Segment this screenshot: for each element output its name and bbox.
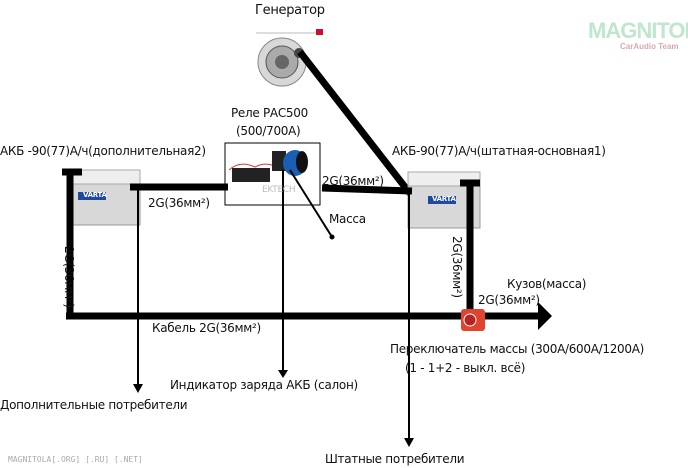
cable-label-right-vertical: 2G(36мм²) (450, 236, 464, 298)
logo-subtitle: CarAudio Team (620, 42, 679, 51)
battery-aux-image (67, 169, 141, 226)
indicator-label: Индикатор заряда АКБ (салон) (170, 378, 358, 392)
generator-image (256, 29, 323, 87)
arrow-main-consumers (404, 438, 414, 447)
cable-label-left-vertical: 2G(36мм²) (62, 246, 76, 308)
arrow-body-ground (538, 302, 552, 330)
relay-module (232, 168, 270, 182)
relay-brand: EKTECH (262, 185, 296, 195)
battery-aux-brand: VARTA (83, 191, 107, 199)
logo: MAGNITOLA (588, 18, 688, 43)
arrow-aux-consumers (133, 384, 143, 393)
battery-aux-label: АКБ -90(77)А/ч(дополнительная2) (0, 144, 206, 158)
switch-modes-label: (1 - 1+2 - выкл. всё) (405, 361, 526, 375)
thin-wires (137, 169, 410, 440)
footer-watermark: MAGNITOLA[.ORG] [.RU] [.NET] (8, 455, 143, 464)
cable-label-relay-main: 2G(36мм²) (322, 174, 384, 188)
ground-label: Масса (329, 212, 366, 226)
battery-main-brand: VARTA (432, 195, 456, 203)
arrow-indicator (278, 370, 288, 378)
battery-main-label: АКБ-90(77)А/ч(штатная-основная1) (392, 144, 606, 158)
relay-rating: (500/700А) (236, 124, 301, 138)
cable-label-to-body: 2G(36мм²) (478, 293, 540, 307)
cable-label-bottom: Кабель 2G(36мм²) (152, 321, 261, 335)
switch-label: Переключатель массы (300А/600А/1200А) (390, 342, 645, 356)
ground-point (329, 234, 335, 240)
generator-label: Генератор (255, 3, 325, 18)
main-consumers-label: Штатные потребители (325, 452, 465, 466)
body-ground-label: Кузов(масса) (507, 277, 587, 291)
aux-consumers-label: Дополнительные потребители (0, 398, 188, 412)
cable-generator (297, 49, 415, 199)
cable-label-aux-relay: 2G(36мм²) (148, 196, 210, 210)
relay-label: Реле РАС500 (231, 106, 308, 120)
